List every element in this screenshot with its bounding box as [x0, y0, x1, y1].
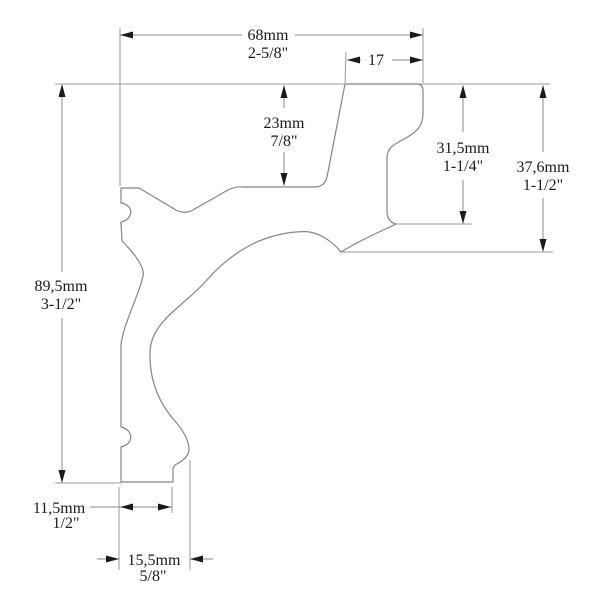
- dim-label-mm: 68mm: [248, 27, 289, 44]
- arrow-left-icon: [347, 56, 360, 64]
- dimension-foot-width: 15,5mm 5/8": [97, 552, 213, 585]
- dim-label-mm: 31,5mm: [437, 140, 490, 157]
- dimension-foot-bottom: 11,5mm 1/2": [33, 500, 172, 532]
- dim-label-inch: 1-1/4": [443, 158, 483, 175]
- dim-label-mm: 23mm: [264, 115, 305, 132]
- dim-label-inch: 3-1/2": [41, 296, 81, 313]
- arrow-left-icon: [120, 503, 133, 511]
- arrow-right-icon: [410, 31, 423, 39]
- dim-label-inch: 1-1/2": [523, 177, 563, 194]
- dim-label-inch: 7/8": [271, 133, 298, 150]
- arrow-up-icon: [539, 85, 547, 98]
- ext-17-left: [344, 51, 347, 84]
- arrow-up-icon: [280, 85, 288, 98]
- extension-lines: [55, 28, 553, 570]
- arrow-left-icon: [190, 555, 203, 563]
- dim-label-inch: 2-5/8": [248, 45, 288, 62]
- dimension-right-step: 31,5mm 1-1/4": [437, 85, 490, 224]
- arrow-up-icon: [58, 84, 66, 97]
- dimension-back-depth: 23mm 7/8": [264, 85, 305, 186]
- dim-label-inch: 1/2": [53, 515, 80, 532]
- dim-label-mm: 89,5mm: [35, 278, 88, 295]
- dim-label-mm: 17: [368, 52, 384, 69]
- dim-label-inch: 5/8": [140, 568, 167, 585]
- arrow-left-icon: [120, 31, 133, 39]
- dimension-overall-width: 68mm 2-5/8": [120, 27, 423, 62]
- dimension-top-face: 17: [347, 52, 423, 69]
- arrow-down-icon: [280, 173, 288, 186]
- dim-label-mm: 11,5mm: [33, 500, 86, 517]
- dim-label-mm: 15,5mm: [128, 552, 181, 569]
- arrow-right-icon: [158, 503, 171, 511]
- dim-label-mm: 37,6mm: [517, 159, 570, 176]
- arrow-down-icon: [459, 211, 467, 224]
- arrow-right-icon: [106, 555, 119, 563]
- arrow-down-icon: [58, 470, 66, 483]
- dimension-overall-height: 89,5mm 3-1/2": [35, 84, 88, 483]
- dimension-right-total: 37,6mm 1-1/2": [517, 85, 570, 252]
- arrow-down-icon: [539, 239, 547, 252]
- arrow-right-icon: [410, 56, 423, 64]
- molding-profile-outline: [120, 83, 424, 483]
- arrow-up-icon: [459, 85, 467, 98]
